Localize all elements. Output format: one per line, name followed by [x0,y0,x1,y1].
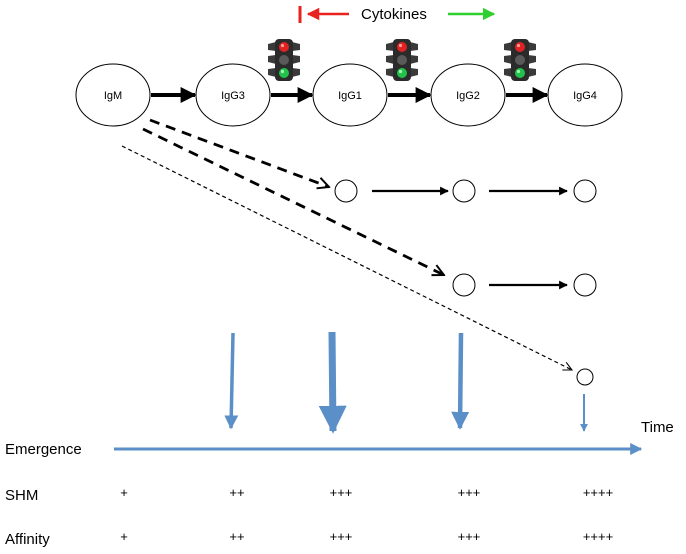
affinity-level: ++++ [583,529,613,544]
switched-cell-node [452,273,476,297]
affinity-level: +++ [458,529,481,544]
shm-label: SHM [5,487,38,504]
shm-level: + [120,485,128,500]
emergence-arrow [451,332,470,430]
affinity-level: ++ [229,529,244,544]
isotype-node-igg2: IgG2 [430,63,506,127]
traffic-light-icon [504,39,536,81]
isotype-label: IgG3 [221,90,245,102]
switched-cell-node [334,179,358,203]
isotype-node-igm: IgM [75,63,151,127]
switched-cell-node [576,368,594,386]
isotype-node-igg3: IgG3 [195,63,271,127]
shm-level: ++ [229,485,244,500]
shm-level: ++++ [583,485,613,500]
isotype-label: IgG1 [338,90,362,102]
emergence-label: Emergence [5,441,82,458]
direct-switch-arrow [149,118,329,187]
switched-cell-node [452,179,476,203]
shm-level: +++ [330,485,353,500]
isotype-node-igg4: IgG4 [547,63,623,127]
traffic-light-icon [386,39,418,81]
affinity-level: +++ [330,529,353,544]
switched-cell-node [573,273,597,297]
cytokines-legend: Cytokines [298,6,496,23]
time-label: Time [641,419,674,436]
isotype-label: IgG2 [456,90,480,102]
emergence-arrow [224,332,239,430]
traffic-light-icon [268,39,300,81]
affinity-level: + [120,529,128,544]
shm-level: +++ [458,485,481,500]
emergence-arrow [318,331,347,434]
cytokines-label: Cytokines [361,6,427,23]
isotype-label: IgG4 [573,90,597,102]
switched-cell-node [573,179,597,203]
affinity-label: Affinity [5,531,50,548]
direct-switch-arrow [142,127,444,277]
isotype-label: IgM [104,90,122,102]
isotype-node-igg1: IgG1 [312,63,388,127]
